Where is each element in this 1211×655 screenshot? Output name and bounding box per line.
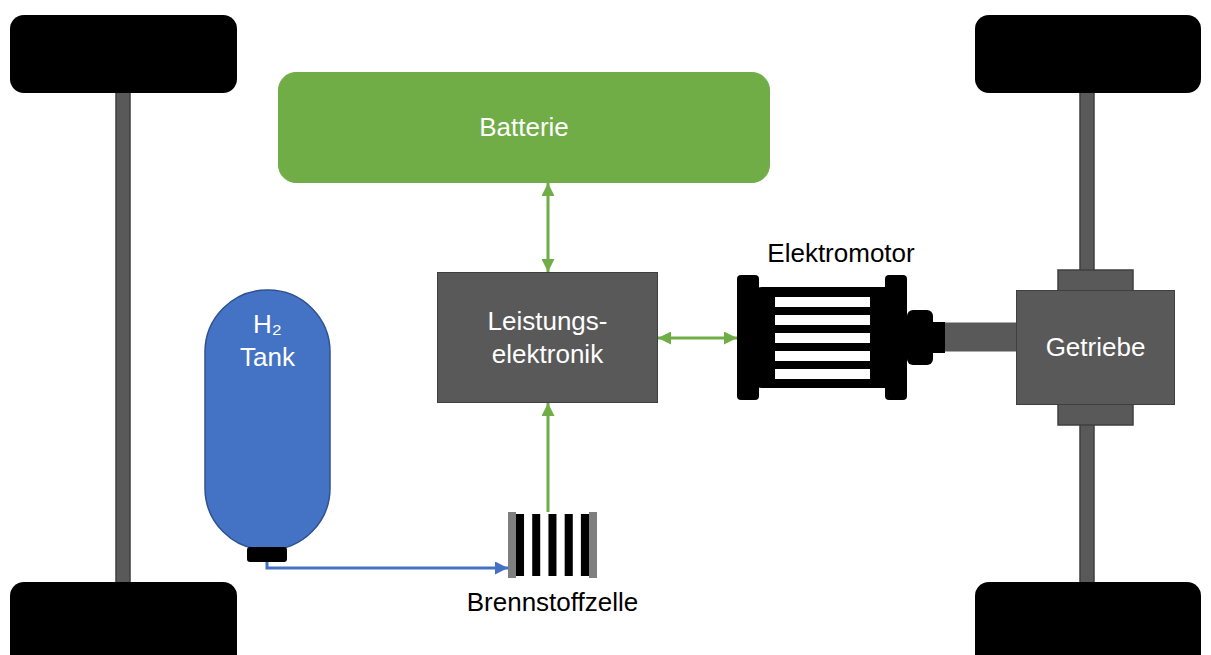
cell-plate: [532, 514, 540, 576]
wheel: [975, 582, 1201, 655]
cell-plate: [524, 514, 532, 576]
fuel-cell-stack: Brennstoffzelle: [508, 512, 597, 578]
gearbox-box: Getriebe: [1016, 290, 1175, 405]
wheel: [10, 15, 237, 93]
cell-plate: [516, 514, 524, 576]
node-label: Getriebe: [1046, 331, 1146, 364]
node-label: Batterie: [479, 111, 569, 144]
gearbox-flange: [1058, 403, 1133, 425]
motor-winding: [775, 351, 870, 361]
tank-body: [205, 290, 330, 550]
motor-end-cap: [737, 275, 759, 400]
cell-plate: [540, 514, 548, 576]
front-axle: [116, 60, 130, 600]
gearbox-flange: [1058, 270, 1133, 292]
end-plate: [589, 512, 597, 578]
stack-outline: [508, 512, 597, 578]
node-label: H₂ Tank: [232, 308, 304, 373]
motor-winding: [775, 333, 870, 343]
wheel: [975, 15, 1201, 93]
flow-arrow: [658, 337, 737, 340]
motor-housing: [750, 287, 900, 388]
flow-arrow: [267, 562, 508, 568]
cell-plate: [557, 514, 565, 576]
tank-valve: [247, 547, 287, 562]
motor-shaft: [932, 322, 945, 353]
node-label: Brennstoffzelle: [467, 586, 639, 619]
cell-plate: [565, 514, 573, 576]
cell-plate: [581, 514, 589, 576]
end-plate: [508, 512, 516, 578]
flow-arrow: [547, 183, 550, 272]
wheel: [10, 582, 237, 655]
battery-box: Batterie: [278, 72, 770, 183]
drive-shaft: [945, 323, 1016, 352]
motor-outline: [737, 275, 945, 400]
node-label: Leistungs- elektronik: [453, 305, 643, 370]
flow-arrow: [547, 403, 550, 512]
motor-bearing: [907, 310, 933, 365]
motor-winding: [775, 297, 870, 307]
electric-motor: Elektromotor: [737, 275, 945, 400]
hydrogen-tank: H₂ Tank: [205, 290, 330, 562]
cell-plate: [548, 514, 556, 576]
cell-plate: [573, 514, 581, 576]
motor-end-cap: [885, 275, 907, 400]
motor-winding: [775, 369, 870, 379]
node-label: Elektromotor: [767, 237, 914, 270]
motor-winding: [775, 315, 870, 325]
power-electronics-box: Leistungs- elektronik: [437, 272, 658, 403]
